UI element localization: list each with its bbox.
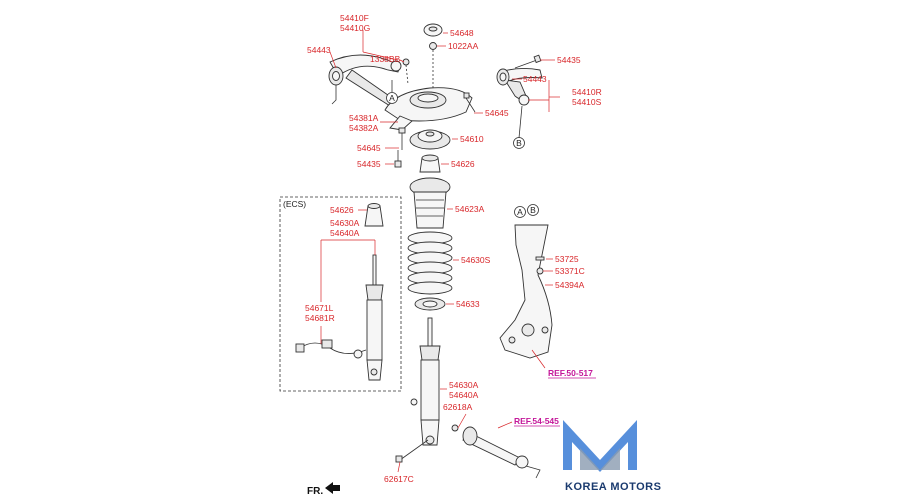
- label-nut-top: 1022AA: [448, 41, 479, 51]
- label-bolt-right: 54435: [557, 55, 581, 65]
- svg-text:REF.50-517: REF.50-517: [548, 368, 593, 378]
- label-knuckle-pin: 53725: [555, 254, 579, 264]
- spring-pad-54633: [414, 297, 446, 311]
- label-bump-stop-top: 54626: [451, 159, 475, 169]
- upper-mount-bracket: [384, 87, 473, 131]
- ecs-strut: [365, 254, 384, 381]
- label-bolt-bottom: 62617C: [384, 474, 414, 484]
- label-upper-arm-left-1: 54410F: [340, 13, 369, 23]
- bump-stop-54626: [419, 154, 441, 173]
- ecs-box: [279, 196, 402, 392]
- strut-54630a: [410, 317, 441, 446]
- label-bushing-right: 54443: [523, 74, 547, 84]
- marker-a-top: A: [386, 92, 398, 104]
- marker-a-knuckle: A: [514, 206, 526, 218]
- dust-cover-54623a: [409, 177, 451, 229]
- bolt-54435-right: [514, 54, 542, 69]
- label-bolt-top: 1338BB: [370, 54, 401, 64]
- lower-link: [462, 426, 541, 479]
- svg-text:A: A: [389, 93, 395, 103]
- upper-arm-right: [496, 67, 543, 106]
- nut-62618a: [451, 424, 459, 432]
- coil-spring-54630s: [407, 231, 453, 295]
- label-ecs-harness-1: 54671L: [305, 303, 334, 313]
- label-nut-low: 62618A: [443, 402, 473, 412]
- label-bracket-2: 54382A: [349, 123, 379, 133]
- bushing-left: [328, 66, 344, 105]
- label-cap: 54648: [450, 28, 474, 38]
- knuckle-pin-53725: [535, 256, 545, 261]
- label-upper-arm-right-1: 54410R: [572, 87, 602, 97]
- label-dust-cover: 54623A: [455, 204, 485, 214]
- bolt-62617c: [395, 439, 429, 463]
- bolt-54645-left: [398, 127, 406, 150]
- label-ecs-strut-2: 54640A: [330, 228, 360, 238]
- upper-arm-left: [329, 54, 402, 107]
- label-knuckle-nut: 53371C: [555, 266, 585, 276]
- label-upper-arm-left-2: 54410G: [340, 23, 370, 33]
- ref-link[interactable]: REF.54-545: [514, 416, 560, 427]
- label-insulator: 54610: [460, 134, 484, 144]
- nut-1022aa: [429, 42, 437, 50]
- cap-54648: [423, 23, 443, 37]
- label-bushing-left: 54443: [307, 45, 331, 55]
- marker-b-right: B: [513, 137, 525, 149]
- ecs-bump-stop: [364, 203, 384, 227]
- label-bolt-low: 54645: [357, 143, 381, 153]
- brand-name: KOREA MOTORS: [565, 481, 661, 493]
- label-ecs-bump: 54626: [330, 205, 354, 215]
- leader-lines: [320, 30, 560, 473]
- label-bolt-low2: 54435: [357, 159, 381, 169]
- brand-logo-mark: [563, 420, 637, 472]
- knuckle-nut-53371c: [536, 267, 544, 275]
- marker-b-knuckle: B: [527, 204, 539, 216]
- label-ecs-strut-1: 54630A: [330, 218, 360, 228]
- insulator-54610: [409, 129, 451, 150]
- label-coil-spring: 54630S: [461, 255, 491, 265]
- svg-text:B: B: [530, 205, 536, 215]
- svg-text:B: B: [516, 138, 522, 148]
- ecs-box-label: (ECS): [283, 199, 306, 209]
- label-knuckle: 54394A: [555, 280, 585, 290]
- ref-knuckle[interactable]: REF.50-517: [548, 368, 596, 379]
- label-spring-pad: 54633: [456, 299, 480, 309]
- svg-text:REF.54-545: REF.54-545: [514, 416, 559, 426]
- svg-text:A: A: [517, 207, 523, 217]
- label-strut-2: 54640A: [449, 390, 479, 400]
- label-bracket-1: 54381A: [349, 113, 379, 123]
- svg-text:FR.: FR.: [307, 486, 323, 497]
- knuckle-54394a: [499, 224, 553, 359]
- label-strut-1: 54630A: [449, 380, 479, 390]
- bolt-54645-right: [463, 92, 476, 113]
- bolt-54435-left: [394, 150, 402, 168]
- label-bolt-mid-right: 54645: [485, 108, 509, 118]
- front-indicator: FR.: [307, 482, 340, 497]
- ecs-harness: [295, 339, 367, 359]
- label-ecs-harness-2: 54681R: [305, 313, 335, 323]
- label-upper-arm-right-2: 54410S: [572, 97, 602, 107]
